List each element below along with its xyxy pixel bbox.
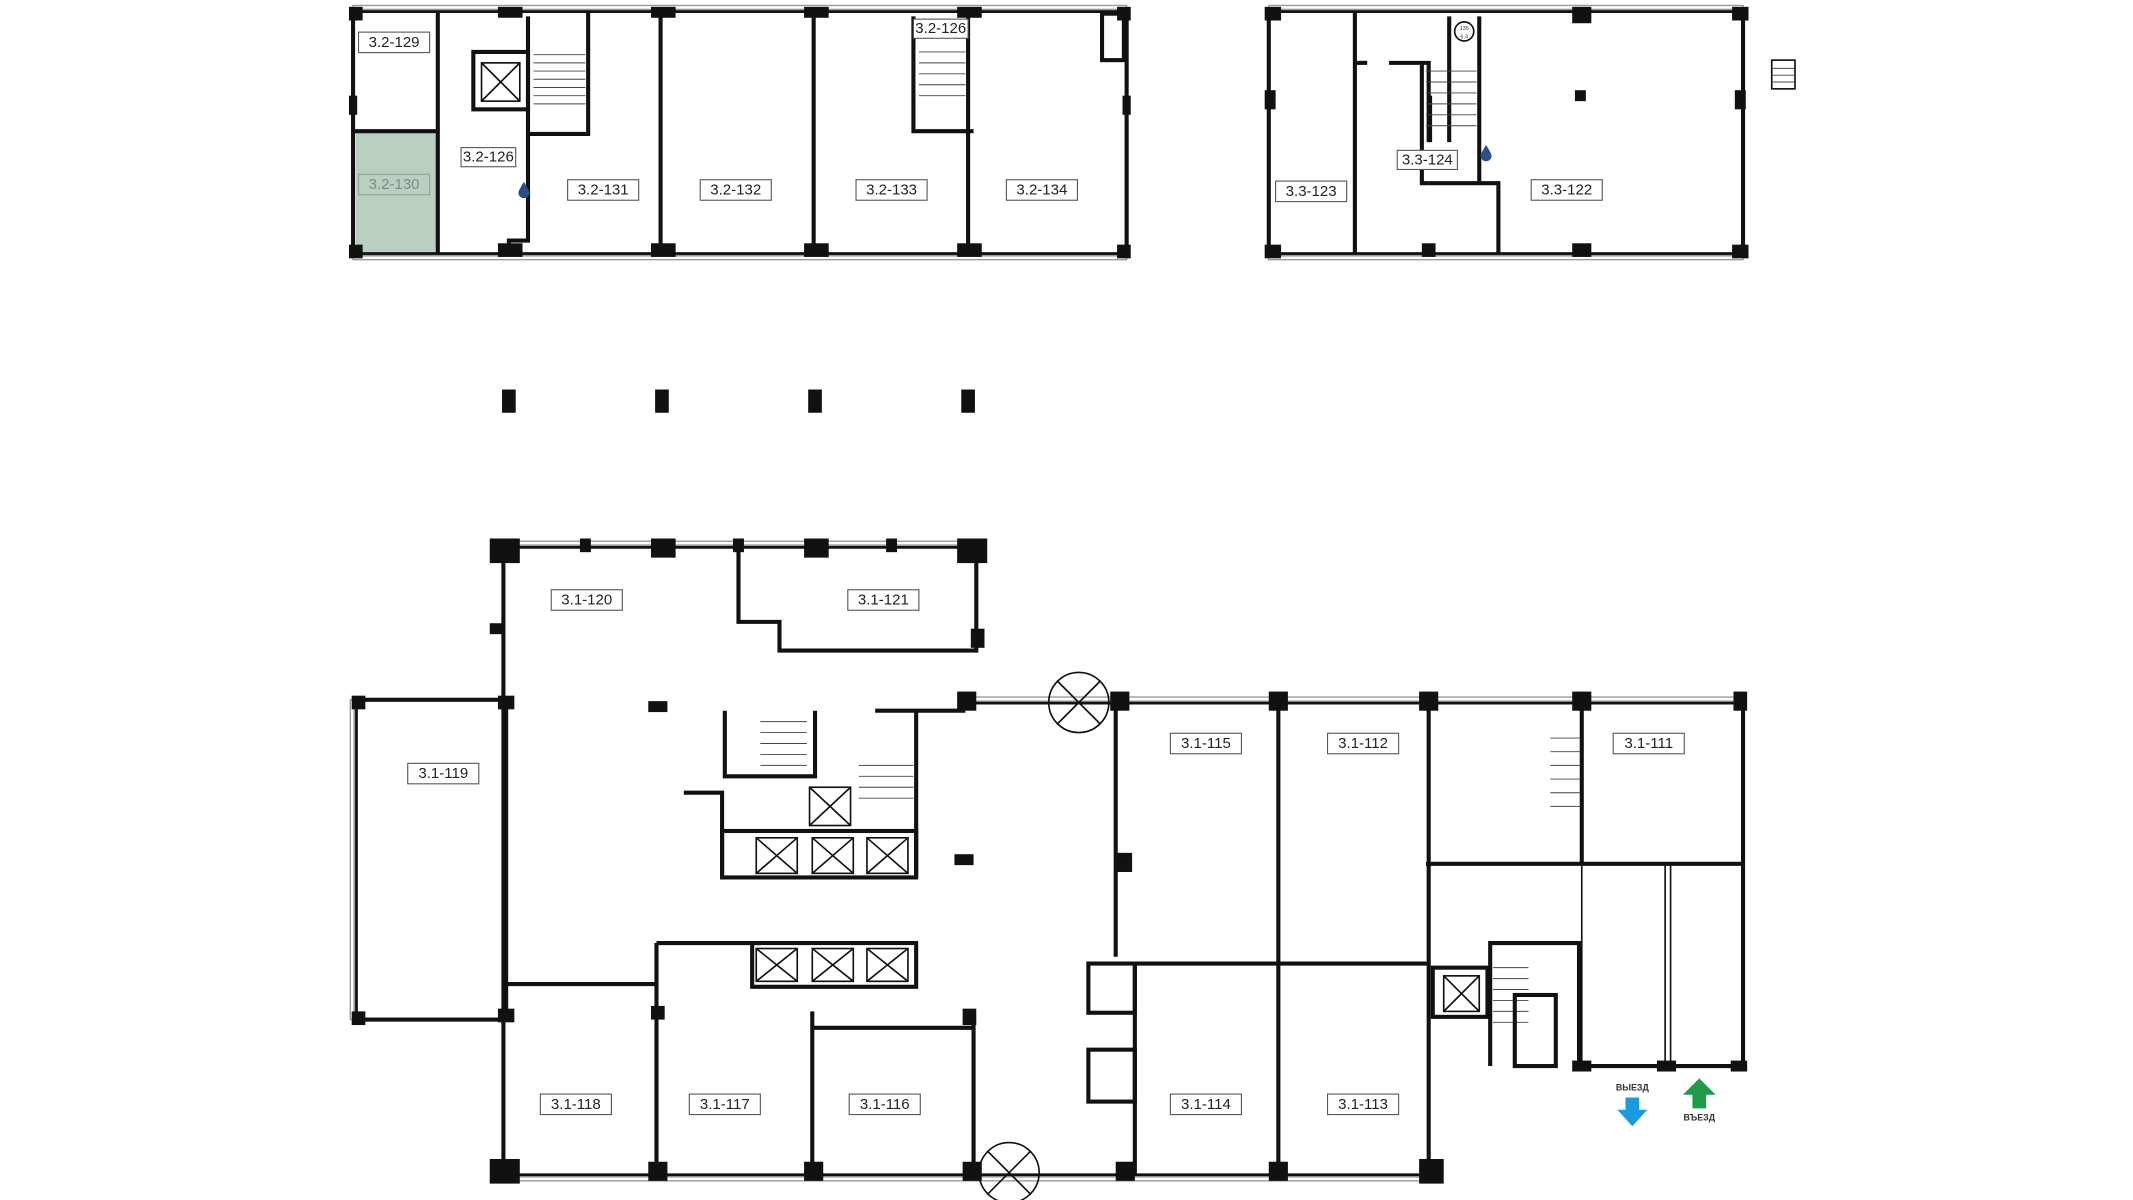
svg-text:3.1-118: 3.1-118 [551,1096,601,1113]
svg-text:3.2-134: 3.2-134 [1016,181,1067,198]
unit-3-1-121[interactable]: 3.1-121 [847,589,920,611]
svg-text:3.1-121: 3.1-121 [858,592,909,609]
unit-3-1-111[interactable]: 3.1-111 [1612,732,1685,755]
unit-3-1-114[interactable]: 3.1-114 [1169,1093,1242,1116]
block-3-1: 3.1-120 3.1-121 3.1-119 3.1-115 3.1-112 … [349,538,1748,1200]
svg-text:3.2-132: 3.2-132 [710,181,761,198]
unit-3-3-122[interactable]: 3.3-122 [1530,179,1603,201]
unit-3-1-116[interactable]: 3.1-116 [848,1093,921,1116]
unit-3-1-115[interactable]: 3.1-115 [1169,732,1242,755]
svg-text:3.1-111: 3.1-111 [1624,735,1673,752]
stairs-icon [533,54,586,105]
elevator-icon [755,836,799,875]
svg-text:3.1-119: 3.1-119 [418,765,468,782]
water-drop-icon [518,181,530,199]
unit-3-3-124[interactable]: 3.3-124 [1396,149,1458,171]
svg-text:3.2-126: 3.2-126 [463,149,514,166]
unit-3-1-120[interactable]: 3.1-120 [550,589,623,611]
unit-3-1-113[interactable]: 3.1-113 [1327,1093,1400,1116]
exit-label: ВЫЕЗД [1616,1083,1650,1093]
meter-label-1: 135 [1460,26,1469,32]
unit-3-2-126-stair[interactable]: 3.2-126 [912,18,969,39]
svg-text:3.3-124: 3.3-124 [1402,151,1453,168]
unit-3-2-134[interactable]: 3.2-134 [1005,179,1078,201]
elevator-icon [480,62,521,102]
meter-label-2: 6.4 [1460,34,1468,40]
block-3-3: 135 6.4 3.3-123 3.3-124 3.3-122 [1264,4,1796,261]
unit-3-2-131[interactable]: 3.2-131 [567,179,640,201]
elevator-icon [811,836,855,875]
svg-text:3.2-131: 3.2-131 [578,181,629,198]
unit-3-3-123[interactable]: 3.3-123 [1275,180,1348,203]
columns-row [502,389,975,413]
arrow-up-icon [1682,1078,1716,1109]
parking-entry: ВЪЕЗД [1682,1078,1716,1123]
parking-exit: ВЫЕЗД [1616,1083,1650,1127]
unit-3-1-119[interactable]: 3.1-119 [407,762,480,785]
stairs-icon [760,721,1581,1023]
svg-text:3.2-126: 3.2-126 [915,20,966,37]
unit-3-2-133[interactable]: 3.2-133 [855,179,928,201]
svg-text:3.2-130: 3.2-130 [369,176,420,193]
stairs-icon [918,51,966,97]
svg-text:3.1-114: 3.1-114 [1181,1096,1231,1113]
svg-text:3.1-117: 3.1-117 [700,1096,750,1113]
unit-3-2-130[interactable]: 3.2-130 [357,173,431,196]
unit-3-1-118[interactable]: 3.1-118 [539,1093,612,1116]
unit-3-2-129[interactable]: 3.2-129 [357,31,431,54]
revolving-door-icon [1047,671,1110,734]
svg-text:3.1-113: 3.1-113 [1338,1096,1388,1113]
unit-3-2-126[interactable]: 3.2-126 [460,147,517,168]
elevator-icon [866,836,909,875]
elevator-icon [866,947,909,983]
svg-text:3.3-123: 3.3-123 [1286,183,1337,200]
water-drop-icon [1480,144,1492,162]
svg-text:3.1-116: 3.1-116 [860,1096,910,1113]
arrow-down-icon [1617,1097,1648,1127]
stairs-icon [1425,70,1477,127]
block-3-2: 3.2-129 3.2-130 3.2-126 3.2-126 3.2-131 … [348,4,1131,261]
stairs-icon [1770,59,1796,90]
unit-3-2-132[interactable]: 3.2-132 [699,179,772,201]
svg-text:3.3-122: 3.3-122 [1541,181,1592,198]
unit-3-1-117[interactable]: 3.1-117 [688,1093,761,1116]
revolving-door-icon [978,1141,1040,1200]
elevator-icon [808,786,852,827]
elevator-icon [755,947,799,983]
svg-text:3.1-112: 3.1-112 [1338,735,1388,752]
elevator-icon [811,947,855,983]
svg-text:3.1-115: 3.1-115 [1181,735,1231,752]
svg-text:3.2-129: 3.2-129 [369,34,420,51]
svg-text:3.1-120: 3.1-120 [561,592,612,609]
unit-3-1-112[interactable]: 3.1-112 [1327,732,1400,755]
entry-label: ВЪЕЗД [1684,1113,1716,1123]
elevator-icon [1442,975,1481,1013]
svg-text:3.2-133: 3.2-133 [866,181,917,198]
